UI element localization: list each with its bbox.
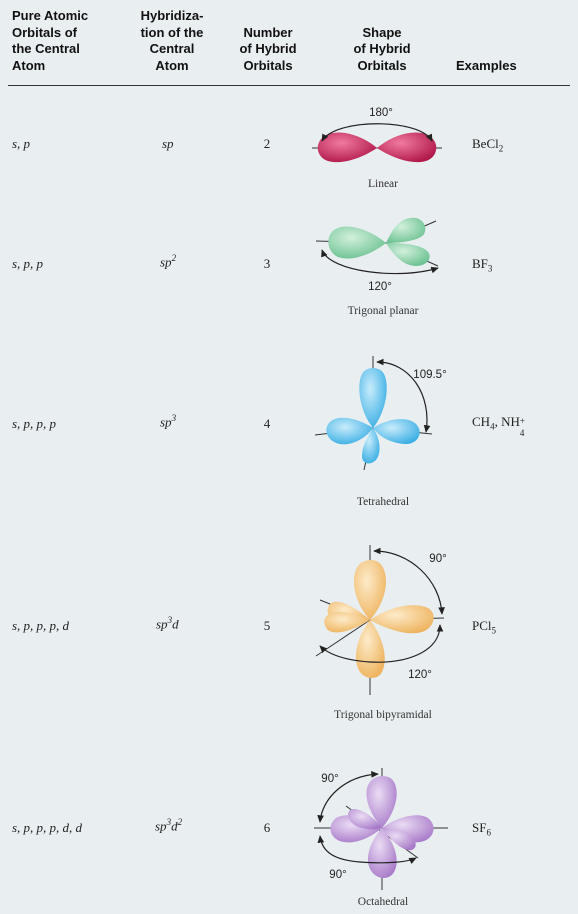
angle-arc [317, 771, 379, 823]
lobe [355, 620, 385, 678]
row-1-example: BeCl2 [472, 136, 504, 154]
row-2-shape-name: Trigonal planar [347, 305, 419, 317]
row-5-example: SF6 [472, 820, 491, 838]
angle-arc [317, 835, 417, 865]
row-1-shape-name: Linear [367, 178, 398, 190]
angle-arc [373, 547, 445, 615]
header-examples: Examples [456, 57, 517, 73]
row-4-orbitals: s, p, p, p, d [12, 618, 70, 633]
octahedral-orbital-diagram: 90° 90° [314, 768, 448, 890]
row-2-number: 3 [263, 256, 271, 271]
row-2-hybridization: sp2 [160, 253, 177, 270]
header-number: Number of Hybrid Orbitals [239, 24, 297, 73]
lobe [317, 132, 377, 163]
header-hybridization: Hybridiza- tion of the Central Atom [140, 8, 204, 73]
row-2-example: BF3 [472, 256, 493, 274]
row-5-hybridization: sp3d2 [155, 817, 183, 834]
row-3-example: CH4, NH+4 [472, 414, 525, 438]
row-1-number: 2 [263, 136, 271, 151]
lobe [326, 417, 373, 445]
header-divider [8, 85, 570, 86]
header-shape: Shape of Hybrid Orbitals [353, 24, 411, 73]
angle-label: 120° [408, 669, 432, 681]
row-5-number: 6 [263, 820, 271, 835]
angle-label: 109.5° [413, 369, 446, 381]
angle-arc [321, 249, 439, 275]
angle-arc [319, 624, 444, 663]
trigonal-bipyramidal-orbital-diagram: 90° 120° [315, 545, 447, 695]
angle-label: 90° [429, 553, 446, 565]
linear-orbital-diagram: 180° [312, 107, 442, 163]
row-5-orbitals: s, p, p, p, d, d [12, 820, 83, 835]
angle-label: 90° [321, 773, 338, 785]
lobe [386, 243, 430, 266]
row-4-example: PCl5 [472, 618, 497, 636]
row-4-shape-name: Trigonal bipyramidal [334, 709, 432, 721]
tetrahedral-orbital-diagram: 109.5° [314, 356, 447, 471]
row-1-orbitals: s, p [12, 136, 31, 151]
angle-arc [376, 358, 431, 433]
row-4-number: 5 [263, 618, 271, 633]
row-5-shape-name: Octahedral [357, 896, 409, 908]
angle-label: 90° [329, 869, 346, 881]
angle-label: 120° [368, 281, 392, 293]
row-3-orbitals: s, p, p, p [12, 416, 57, 431]
lobe [373, 419, 420, 444]
row-4-hybridization: sp3d [156, 615, 179, 632]
lobe [354, 560, 386, 620]
trigonal-planar-orbital-diagram: 120° [315, 217, 439, 293]
row-3-hybridization: sp3 [160, 413, 177, 430]
lobe [359, 368, 387, 428]
row-3-shape-name: Tetrahedral [356, 496, 410, 508]
header-pure-orbitals: Pure Atomic Orbitals of the Central Atom [12, 8, 89, 73]
row-3-number: 4 [263, 416, 271, 431]
lobe [377, 132, 437, 163]
row-2-orbitals: s, p, p [12, 256, 44, 271]
angle-label: 180° [369, 107, 393, 119]
row-1-hybridization: sp [162, 136, 174, 151]
lobe [386, 217, 426, 243]
angle-arc [321, 123, 433, 142]
lobe [370, 605, 434, 634]
lobe [328, 226, 386, 259]
lobe [362, 428, 380, 464]
